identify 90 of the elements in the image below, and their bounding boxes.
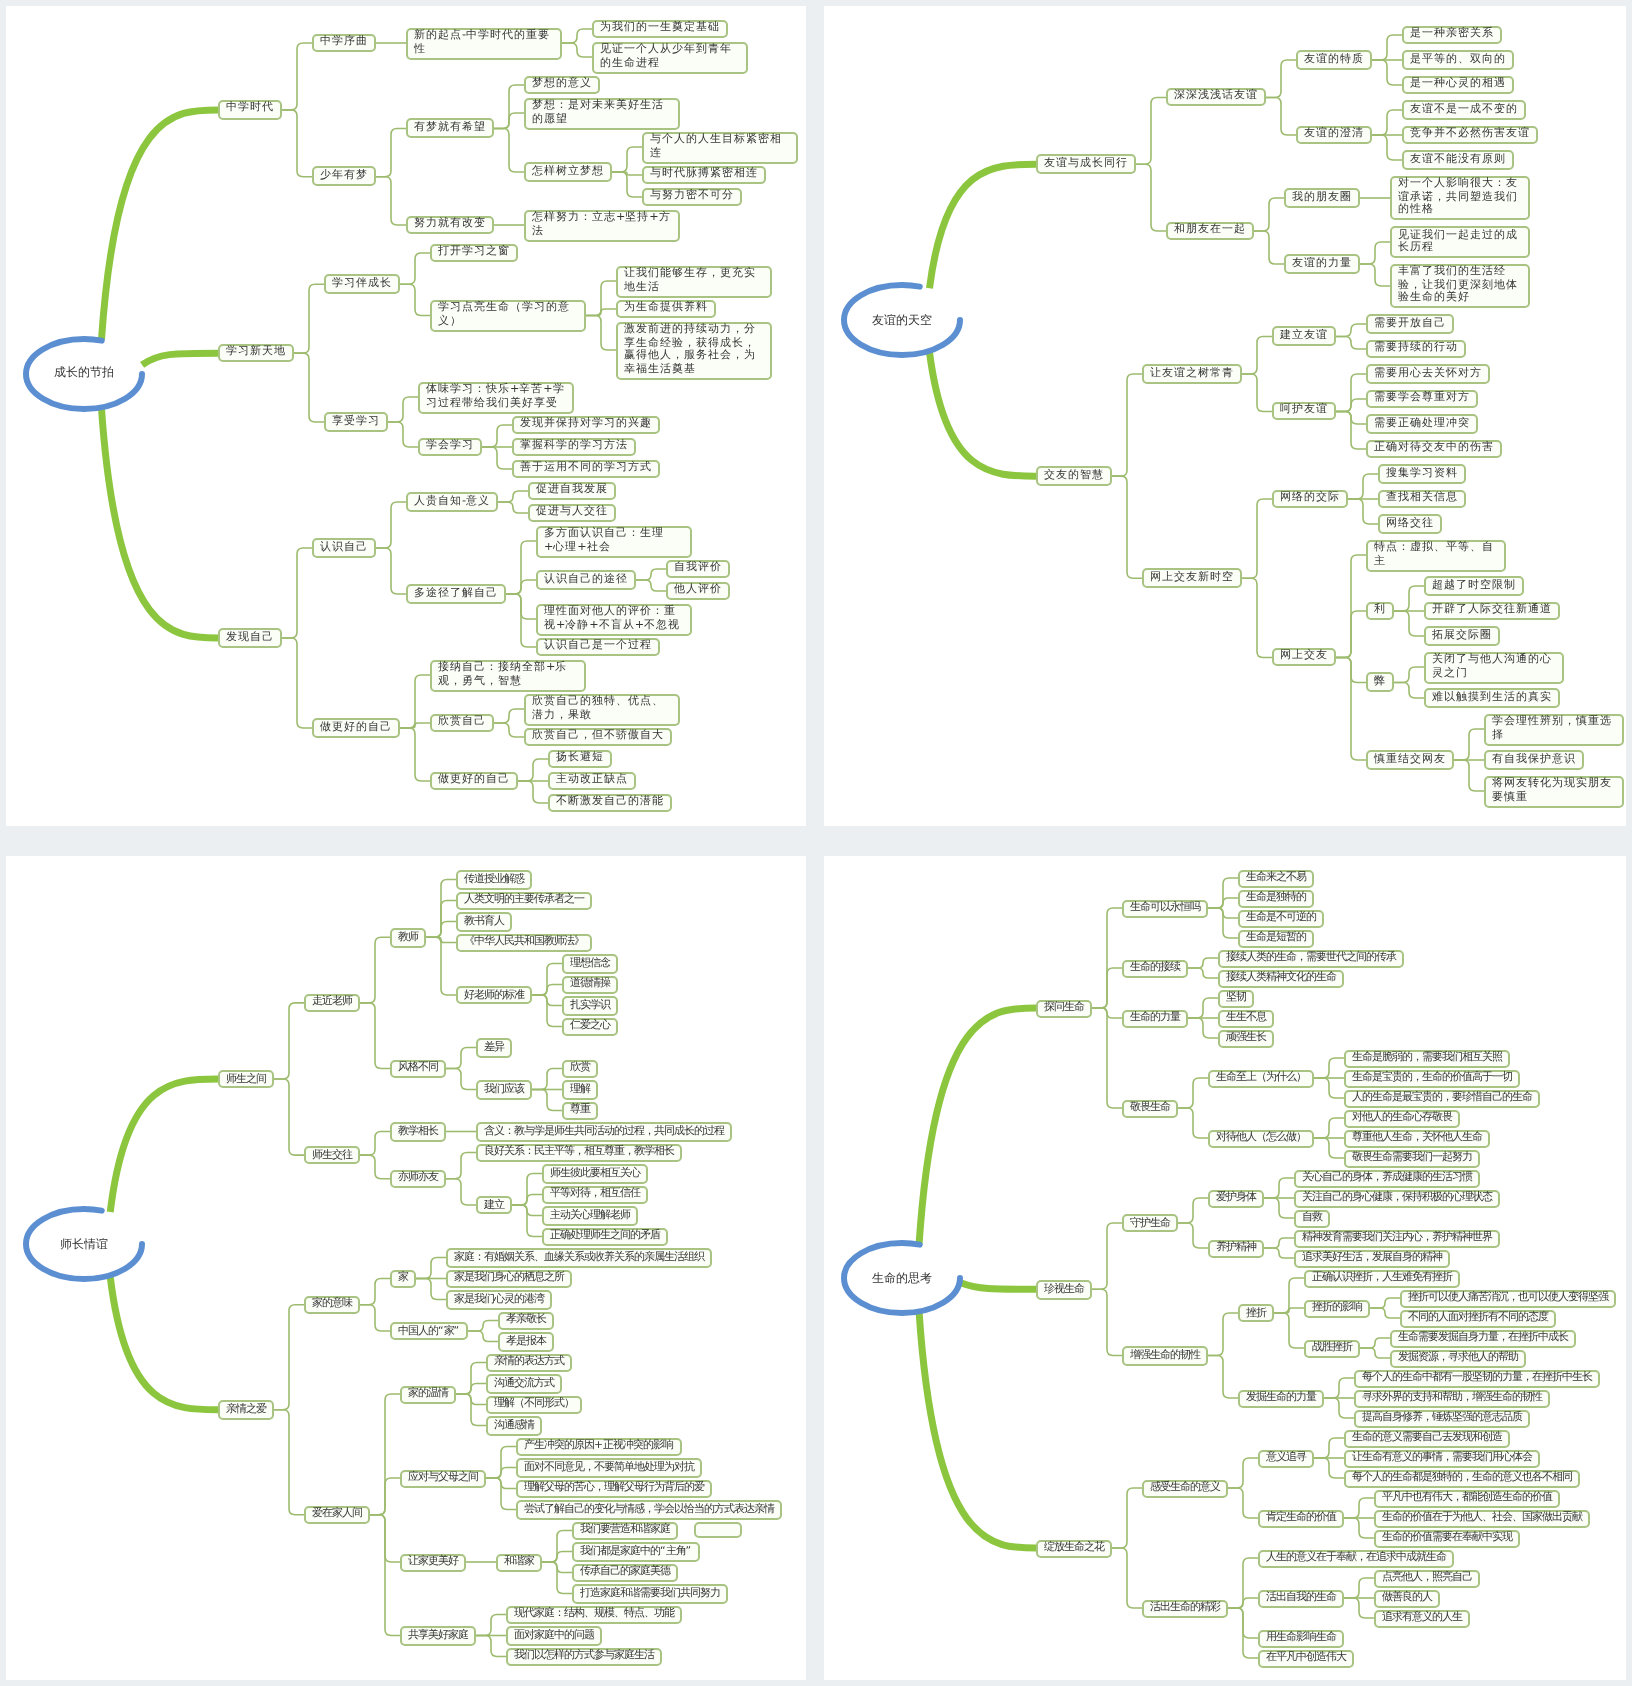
connector-line [1253,230,1285,265]
connector-line [375,175,407,226]
connector-line [1091,1288,1123,1357]
connector-line [531,1088,563,1112]
connector-line [273,1408,305,1516]
connector-line [1187,967,1219,979]
connector-line [1335,335,1367,350]
connector-line [375,547,407,595]
connector-line [1177,1222,1209,1249]
connector-line [1111,475,1143,580]
connector-line [455,1393,487,1427]
branch-line [106,1276,219,1414]
connector-line [505,593,537,648]
connector-line [281,637,313,729]
connector-line [387,421,419,448]
connector-line [1313,1137,1345,1159]
connector-line [369,1513,401,1637]
connector-line [359,1154,391,1180]
connector-line [375,42,407,44]
connector-line [399,727,431,782]
connector-line [1227,1607,1259,1659]
connector-line [1273,1312,1305,1349]
connector-line [1347,498,1379,525]
connector-line [1335,410,1367,450]
connector-line [1207,1354,1239,1399]
connector-line [445,1067,477,1091]
branch-line [926,351,1037,480]
connector-line [1187,1017,1219,1039]
branch-line [915,1004,1037,1244]
empty-box [694,1522,742,1539]
connector-line [1453,759,1485,792]
connector-line [475,1634,507,1658]
connector-line [1313,1457,1345,1479]
connector-line [359,1002,391,1070]
connector-line [1227,1487,1259,1519]
connector-line [1323,1397,1355,1419]
connector-line [293,352,325,423]
connector-line [1393,681,1425,699]
connector-line [1135,163,1167,232]
connector-line [493,722,525,738]
connector-line [445,1130,477,1133]
connector-line [1111,1547,1143,1609]
connector-line [1241,373,1273,413]
connector-line [1371,134,1403,161]
connector-line [611,171,643,198]
connector-line [585,314,617,351]
connector-line [425,936,457,996]
connector-line [561,42,593,58]
connector-line [415,1277,447,1301]
connector-line [531,994,563,1028]
connector-line [281,109,313,178]
connector-line [1091,1007,1123,1109]
connector-line [511,1204,543,1238]
connector-line [1359,197,1391,199]
connector-line [481,446,513,470]
connector-line [493,224,525,226]
connector-line [273,1078,305,1156]
connector-line [1371,59,1403,86]
branch-line [98,408,219,642]
connector-line [1359,263,1391,287]
connector-line [1393,610,1425,637]
connector-line [493,127,525,173]
connector-line [1263,1247,1295,1259]
connector-line [359,1303,391,1332]
branch-line [960,1279,1036,1293]
connector-line [485,1477,517,1511]
branch-line [140,349,218,368]
connector-line [1369,1307,1401,1319]
connector-line [497,501,529,514]
connector-line [445,1177,477,1206]
branch-line [926,160,1037,289]
connector-line [467,1330,499,1343]
connector-line [399,283,431,317]
connector-line [1241,577,1273,659]
connector-line [1359,1347,1391,1359]
connector-line [635,579,667,592]
connector-line [1207,907,1239,939]
connector-line [517,780,549,804]
connector-line [1313,1077,1345,1099]
connector-line [1343,1597,1375,1619]
connector-line [465,1561,497,1563]
connector-line [541,1561,573,1595]
connector-line [1335,656,1367,761]
branch-line [106,1075,219,1213]
branch-line [915,1312,1037,1552]
connector-line [1265,96,1297,136]
connector-line [1343,1517,1375,1539]
connector-line [1177,1107,1209,1139]
connector-line [1263,1197,1295,1219]
branch-line [98,106,219,340]
